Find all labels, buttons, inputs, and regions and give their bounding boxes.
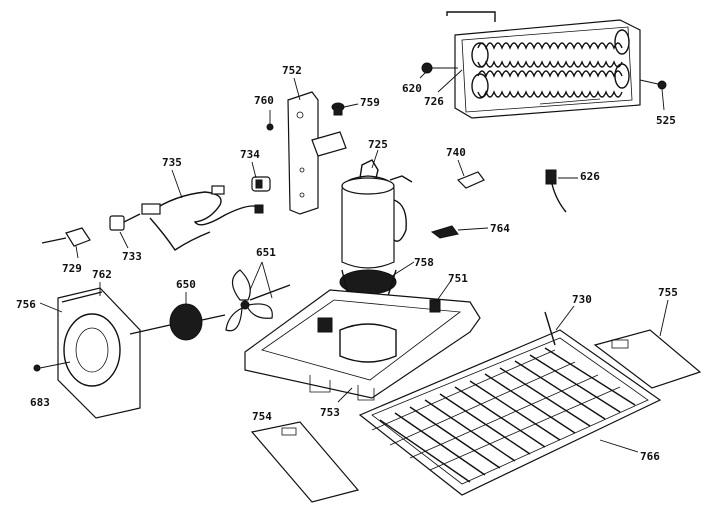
grid-bars [371,347,636,483]
panel-754 [250,421,360,503]
label-753: 753 [320,406,340,419]
part-729 [41,227,91,247]
label-758: 758 [414,256,434,269]
label-756: 756 [16,298,36,311]
label-734: 734 [240,148,260,161]
fan-motor-650 [129,303,226,341]
coil-rows [471,29,630,99]
label-766: 766 [640,450,660,463]
part-733 [109,213,141,231]
screw-525 [639,79,667,111]
leader-lines [39,69,669,453]
screw-683 [33,361,71,372]
label-726: 726 [424,95,444,108]
bracket-752 [287,91,347,215]
base-pan-751 [244,289,481,401]
label-764: 764 [490,222,510,235]
panel-755 [593,329,702,389]
grommet-759 [331,102,345,116]
condenser-grid-730 [358,311,662,496]
part-labels: 620 726 525 752 760 759 725 740 626 735 … [16,64,678,463]
label-733: 733 [122,250,142,263]
label-760: 760 [254,94,274,107]
label-651: 651 [256,246,276,259]
condenser-coil-726 [446,11,641,119]
label-650: 650 [176,278,196,291]
label-751: 751 [448,272,468,285]
label-729: 729 [62,262,82,275]
label-725: 725 [368,138,388,151]
label-683: 683 [30,396,50,409]
label-735: 735 [162,156,182,169]
label-752: 752 [282,64,302,77]
compressor-725 [339,159,413,297]
label-620: 620 [402,82,422,95]
label-730: 730 [572,293,592,306]
screw-760 [266,123,274,131]
screw-620 [421,62,458,74]
clip-740 [456,171,485,189]
fan-blade-651 [225,269,291,332]
label-759: 759 [360,96,380,109]
label-762: 762 [92,268,112,281]
label-626: 626 [580,170,600,183]
label-525: 525 [656,114,676,127]
label-754: 754 [252,410,272,423]
fan-shroud-756 [57,287,141,419]
part-764 [430,225,459,239]
label-740: 740 [446,146,466,159]
wire-harness-735 [141,185,264,251]
relay-734 [251,176,271,192]
label-755: 755 [658,286,678,299]
thermostat-626 [545,169,567,213]
